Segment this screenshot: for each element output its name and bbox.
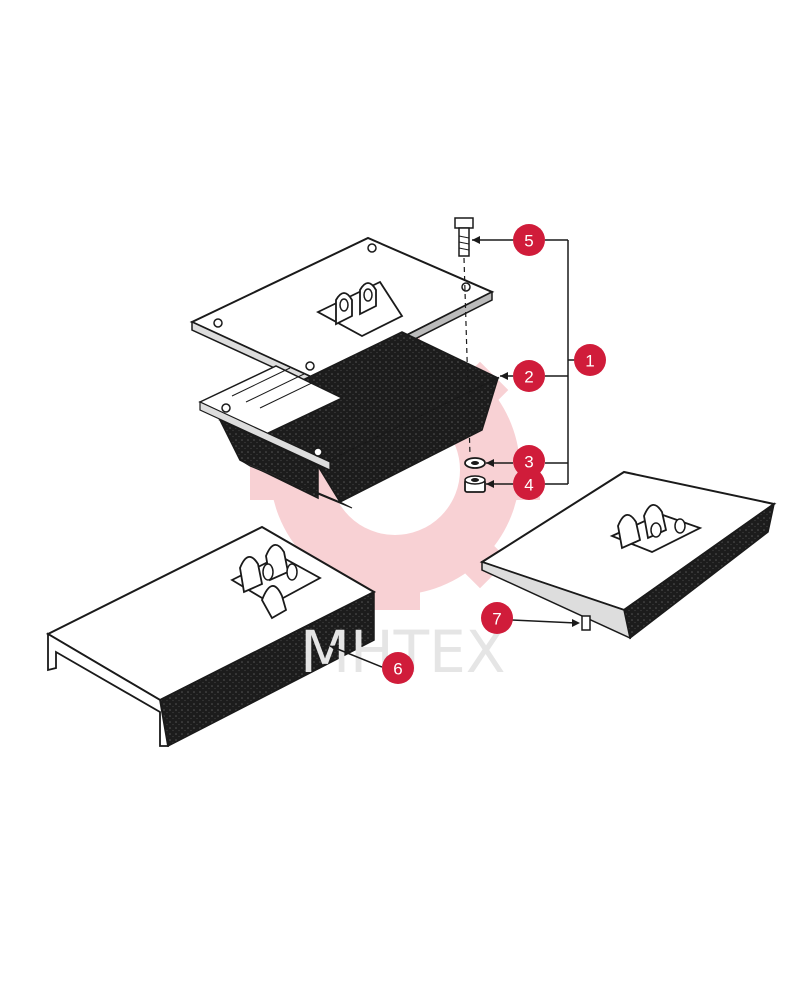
nut [464,475,486,493]
callout-1: 1 [574,344,606,376]
svg-text:7: 7 [492,610,501,629]
svg-text:4: 4 [524,476,533,495]
svg-text:1: 1 [585,352,594,371]
callout-5: 5 [513,224,545,256]
svg-text:3: 3 [524,453,533,472]
callout-7: 7 [481,602,513,634]
svg-text:5: 5 [524,232,533,251]
callout-3: 3 [513,445,545,477]
right-cover-plate [479,470,777,640]
arrow-heads [330,236,580,652]
callout-2: 2 [513,360,545,392]
left-cover-plate [45,525,377,748]
washer [464,457,486,469]
callout-6: 6 [382,652,414,684]
bolt [454,217,474,456]
svg-text:6: 6 [393,660,402,679]
svg-text:2: 2 [524,368,533,387]
callout-4: 4 [513,468,545,500]
rubber-mount-block [198,331,500,509]
